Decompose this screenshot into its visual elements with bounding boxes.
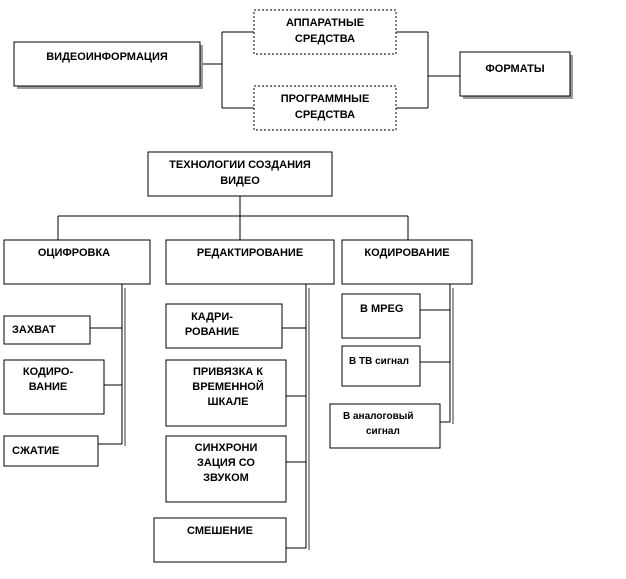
mixing-node: СМЕШЕНИЕ	[153, 517, 287, 563]
software-label-line2: СРЕДСТВА	[295, 109, 355, 121]
digitizing-label: ОЦИФРОВКА	[38, 247, 110, 259]
timeline-label-line1: ПРИВЯЗКА К	[193, 366, 263, 378]
technologies-node: ТЕХНОЛОГИИ СОЗДАНИЯ ВИДЕО	[147, 151, 333, 197]
formats-label: ФОРМАТЫ	[485, 63, 544, 75]
capture-label: ЗАХВАТ	[12, 324, 56, 336]
formats-node: ФОРМАТЫ	[459, 51, 573, 99]
tv-signal-node: В ТВ сигнал	[341, 345, 421, 387]
technologies-label-line1: ТЕХНОЛОГИИ СОЗДАНИЯ	[169, 159, 311, 171]
sync-label-line3: ЗВУКОМ	[203, 472, 249, 484]
timeline-label-line3: ШКАЛЕ	[208, 396, 249, 408]
timeline-label-line2: ВРЕМЕННОЙ	[192, 380, 264, 393]
mpeg-node: В MPEG	[341, 293, 421, 339]
technologies-label-line2: ВИДЕО	[220, 175, 260, 187]
coding-label-line1: КОДИРО-	[23, 366, 74, 378]
video-info-node: ВИДЕОИНФОРМАЦИЯ	[13, 41, 203, 89]
compression-label: СЖАТИЕ	[12, 445, 59, 457]
editing-node: РЕДАКТИРОВАНИЕ	[165, 239, 335, 285]
top-connectors	[200, 31, 460, 109]
analog-signal-label-line2: сигнал	[366, 426, 400, 437]
capture-node: ЗАХВАТ	[3, 315, 91, 345]
software-node: ПРОГРАММНЫЕ СРЕДСТВА	[253, 85, 397, 131]
analog-signal-node: В аналоговый сигнал	[329, 403, 441, 449]
encoding-node: КОДИРОВАНИЕ	[341, 239, 473, 285]
compression-node: СЖАТИЕ	[3, 435, 99, 467]
analog-signal-label-line1: В аналоговый	[343, 411, 413, 422]
coding-label-line2: ВАНИЕ	[29, 381, 68, 393]
framing-node: КАДРИ- РОВАНИЕ	[165, 303, 283, 349]
digitizing-node: ОЦИФРОВКА	[3, 239, 151, 285]
hardware-node: АППАРАТНЫЕ СРЕДСТВА	[253, 9, 397, 55]
timeline-node: ПРИВЯЗКА К ВРЕМЕННОЙ ШКАЛЕ	[165, 359, 287, 427]
sync-node: СИНХРОНИ ЗАЦИЯ СО ЗВУКОМ	[165, 435, 287, 503]
hardware-label-line2: СРЕДСТВА	[295, 33, 355, 45]
sync-label-line1: СИНХРОНИ	[195, 442, 258, 454]
tv-signal-label: В ТВ сигнал	[349, 356, 409, 367]
editing-label: РЕДАКТИРОВАНИЕ	[197, 247, 303, 259]
encoding-label: КОДИРОВАНИЕ	[364, 247, 449, 259]
mixing-label: СМЕШЕНИЕ	[187, 525, 253, 537]
framing-label-line2: РОВАНИЕ	[185, 326, 239, 338]
software-label-line1: ПРОГРАММНЫЕ	[281, 93, 370, 105]
coding-node: КОДИРО- ВАНИЕ	[3, 359, 105, 415]
tree-connectors	[57, 196, 454, 550]
sync-label-line2: ЗАЦИЯ СО	[197, 457, 255, 469]
framing-label-line1: КАДРИ-	[191, 311, 233, 323]
video-info-label: ВИДЕОИНФОРМАЦИЯ	[46, 51, 168, 63]
mpeg-label: В MPEG	[360, 303, 403, 315]
hardware-label-line1: АППАРАТНЫЕ	[286, 17, 364, 29]
